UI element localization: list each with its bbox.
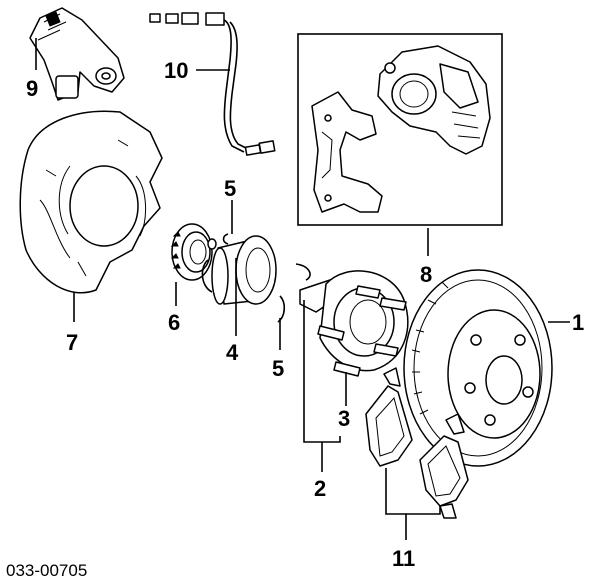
callout-2: 2 [314,476,326,501]
callout-5-lower: 5 [272,356,284,381]
callout-11: 11 [392,546,415,571]
part-10-brake-hose [149,12,276,156]
part-6-tone-ring [170,223,217,281]
callout-6: 6 [168,310,180,335]
callout-7: 7 [66,330,78,355]
callout-4: 4 [226,340,239,365]
part-2-hub-assembly [299,270,409,377]
part-7-dust-shield [19,110,163,294]
callout-9: 9 [26,76,38,101]
callout-3: 3 [338,406,350,431]
callout-5-upper: 5 [224,176,236,201]
reference-code: 033-00705 [6,561,87,580]
part-9-speed-sensor [29,7,125,101]
callout-labels: 1 2 3 4 5 5 6 7 8 9 10 11 [26,58,584,571]
part-1-brake-rotor [403,269,553,467]
callout-10: 10 [164,58,188,83]
caliper-inset-frame [297,33,503,226]
callout-8: 8 [420,262,432,287]
leader-lines [35,38,570,540]
part-4-wheel-bearing [211,235,277,305]
part-11-brake-pads [365,367,469,519]
callout-1: 1 [572,310,584,335]
part-3-wheel-studs [317,285,407,377]
part-8-caliper-group [297,33,503,226]
